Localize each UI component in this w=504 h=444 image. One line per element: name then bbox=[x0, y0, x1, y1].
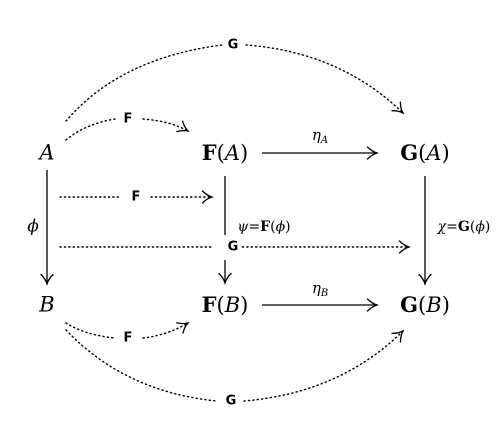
label-eta-b: ηB bbox=[311, 279, 329, 299]
arrow-top-g bbox=[65, 44, 403, 121]
label-bottom-g: G bbox=[222, 394, 240, 408]
object-f-a: F(A) bbox=[201, 140, 249, 165]
label-psi: ψ=F(ϕ) bbox=[237, 219, 291, 235]
arrow-top-f bbox=[65, 118, 188, 140]
object-g-b: G(B) bbox=[400, 292, 450, 317]
object-b: B bbox=[39, 292, 55, 317]
object-f-b: F(B) bbox=[201, 292, 249, 317]
label-bottom-f: F bbox=[120, 331, 136, 345]
label-phi: ϕ bbox=[27, 216, 39, 237]
label-top-f: F bbox=[120, 112, 136, 126]
label-eta-a: ηA bbox=[311, 126, 329, 146]
object-a: A bbox=[39, 140, 55, 165]
label-chi: χ=G(ϕ) bbox=[437, 219, 491, 235]
label-middle-g: G bbox=[224, 240, 242, 254]
label-middle-f: F bbox=[128, 190, 144, 204]
arrow-bottom-g bbox=[65, 330, 403, 402]
arrow-bottom-f bbox=[65, 323, 188, 339]
object-g-a: G(A) bbox=[400, 140, 450, 165]
label-top-g: G bbox=[224, 38, 242, 52]
